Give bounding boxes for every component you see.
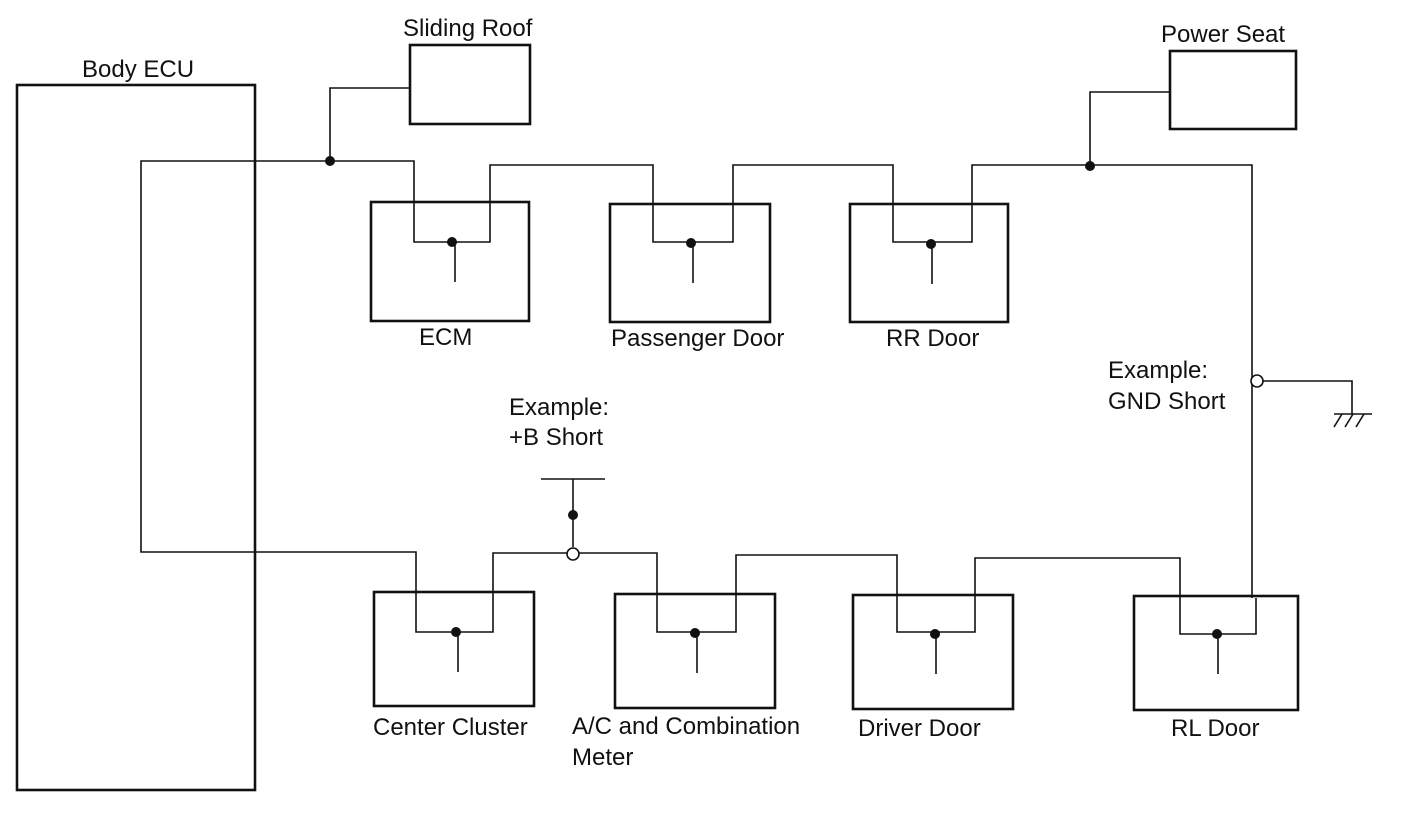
rl-door-box xyxy=(1132,594,1300,712)
ac-meter-label-line1: A/C and Combination xyxy=(572,713,801,740)
power-seat-box xyxy=(1168,49,1298,131)
gnd-short-wire xyxy=(1263,380,1353,414)
b-short-node xyxy=(568,510,578,520)
rl-door-label: RL Door xyxy=(1171,715,1260,742)
center-cluster-node xyxy=(451,627,461,637)
driver-door-node xyxy=(930,629,940,639)
rr-door-node xyxy=(926,239,936,249)
center-cluster-label: Center Cluster xyxy=(373,714,528,741)
gnd-short-label-line1: Example: xyxy=(1108,357,1209,384)
ecu-bus-wire xyxy=(140,160,410,553)
power-seat-label: Power Seat xyxy=(1161,21,1286,48)
ac-meter-box xyxy=(613,592,777,710)
passenger-door-node xyxy=(686,238,696,248)
gnd-short-point xyxy=(1250,374,1264,388)
passenger-door-box xyxy=(608,202,772,324)
ground-symbol-hatch xyxy=(1344,413,1354,428)
rl-door-node xyxy=(1212,629,1222,639)
driver-door-label: Driver Door xyxy=(858,715,981,742)
gnd-short-label-line2: GND Short xyxy=(1108,388,1226,415)
power-seat-junction xyxy=(1085,161,1095,171)
sliding-roof-label: Sliding Roof xyxy=(403,15,533,42)
ac-meter-node xyxy=(690,628,700,638)
ecm-box xyxy=(369,200,531,323)
sliding-roof-box xyxy=(408,43,532,126)
b-short-point xyxy=(566,547,580,561)
body-ecu-label: Body ECU xyxy=(82,56,195,83)
b-short-label-line2: +B Short xyxy=(509,424,604,451)
driver-door-box xyxy=(851,593,1015,711)
rr-door-label: RR Door xyxy=(886,325,980,352)
lower-bus-wire-b xyxy=(579,552,1257,635)
ac-meter-label-line2: Meter xyxy=(572,744,634,771)
ground-symbol-hatch xyxy=(1333,413,1343,428)
power-seat-wire xyxy=(1089,91,1170,165)
ground-symbol-hatch xyxy=(1355,413,1365,428)
rr-door-box xyxy=(848,202,1010,324)
passenger-door-label: Passenger Door xyxy=(611,325,785,352)
center-cluster-box xyxy=(372,590,536,708)
body-ecu-box xyxy=(15,83,257,792)
b-short-label-line1: Example: xyxy=(509,394,610,421)
ecm-label: ECM xyxy=(419,324,473,351)
sliding-roof-wire xyxy=(329,87,410,161)
